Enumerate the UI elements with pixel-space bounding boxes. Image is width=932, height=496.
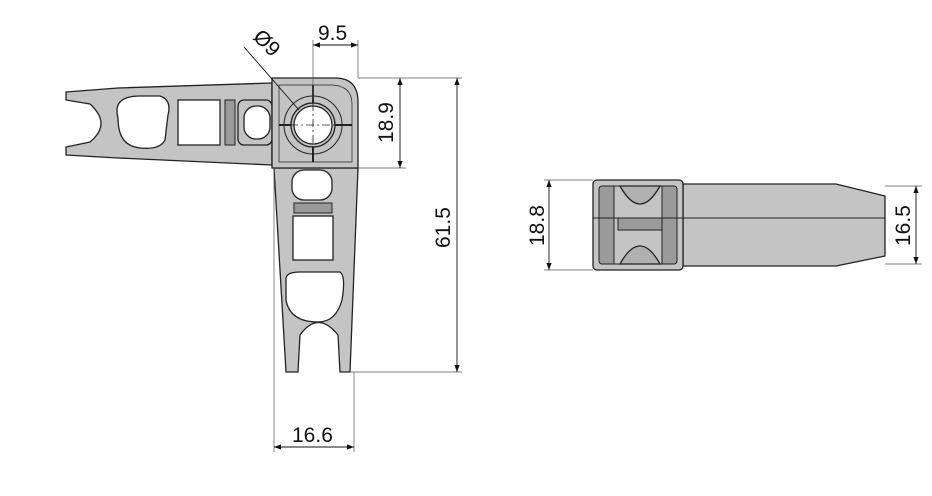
arm-rib: [224, 99, 236, 146]
corner-connector-side-view: [592, 179, 886, 271]
side-rib: [617, 217, 663, 231]
arm-cutout: [116, 95, 170, 149]
dimension-side-height: 18.8: [526, 179, 593, 271]
dimension-corner-height: 18.9: [358, 77, 462, 169]
total-length-label: 61.5: [432, 207, 455, 248]
side-body: [682, 183, 886, 267]
vertical-window: [292, 215, 334, 261]
dimension-arm-width: 16.6: [273, 168, 355, 452]
hole-offset-label: 9.5: [318, 22, 347, 45]
arm-window: [177, 99, 221, 146]
dimension-total-length: 61.5: [350, 78, 462, 373]
arm-width-label: 16.6: [292, 424, 333, 447]
side-height-label: 18.8: [526, 205, 549, 246]
vertical-rib: [293, 202, 333, 214]
dimension-tip-height: 16.5: [885, 185, 922, 265]
corner-height-label: 18.9: [375, 102, 398, 143]
arm-slot: [243, 105, 271, 140]
dimension-hole-offset: 9.5: [312, 22, 359, 100]
vertical-slot: [291, 169, 333, 201]
corner-connector-top-view: [65, 77, 359, 373]
tip-height-label: 16.5: [892, 205, 915, 246]
vertical-cutout: [285, 271, 345, 323]
hole-diameter-label: Ø9: [248, 25, 284, 61]
